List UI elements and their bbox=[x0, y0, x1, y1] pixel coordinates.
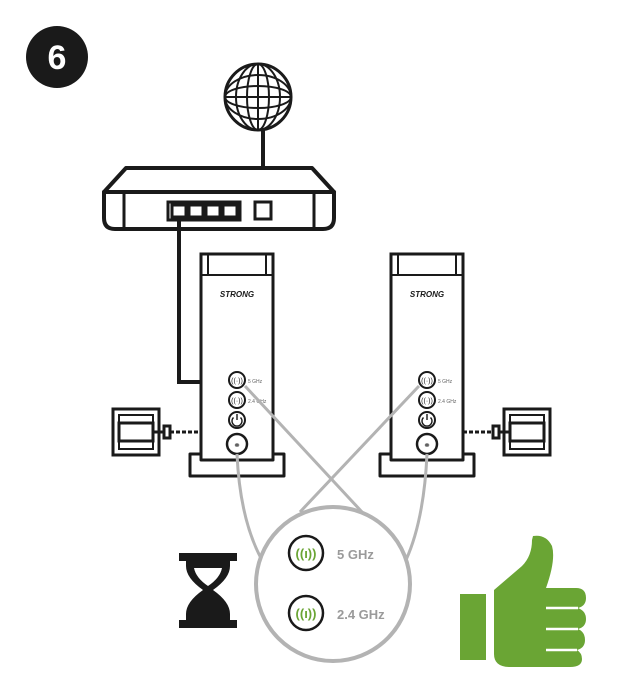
hourglass-icon bbox=[179, 553, 237, 628]
router-top bbox=[104, 168, 334, 192]
power-socket-left bbox=[113, 409, 170, 455]
globe-icon bbox=[225, 64, 291, 130]
callout-label-5ghz: 5 GHz bbox=[337, 547, 374, 562]
device-right-brand: STRONG bbox=[410, 290, 444, 299]
wifi-led-icon: ((·)) bbox=[421, 398, 433, 405]
wifi-led-icon: ((·)) bbox=[231, 398, 243, 405]
callout-label-24ghz: 2.4 GHz bbox=[337, 607, 385, 622]
wifi-led-icon: ((·)) bbox=[421, 378, 433, 385]
callout-circle bbox=[256, 507, 410, 661]
wan-port bbox=[255, 202, 271, 219]
pair-icon: ⚭ bbox=[423, 440, 431, 450]
device-left-body bbox=[201, 254, 273, 460]
step-number: 6 bbox=[48, 39, 67, 77]
led-callout: ((ı)) 5 GHz ((ı)) 2.4 GHz bbox=[256, 507, 410, 661]
device-right-led-label-24ghz: 2.4 GHz bbox=[438, 399, 457, 405]
wifi-led-icon: ((ı)) bbox=[296, 546, 317, 561]
pair-icon: ⚭ bbox=[233, 440, 241, 450]
wifi-led-icon: ((·)) bbox=[231, 378, 243, 385]
device-right-body bbox=[391, 254, 463, 460]
step-badge: 6 bbox=[26, 26, 88, 88]
device-right: STRONG ((·)) 5 GHz ((·)) 2.4 GHz ⚭ bbox=[380, 254, 474, 476]
device-right-led-label-5ghz: 5 GHz bbox=[438, 379, 453, 385]
device-left-brand: STRONG bbox=[220, 290, 254, 299]
power-socket-right bbox=[493, 409, 550, 455]
thumbs-up-icon bbox=[460, 536, 586, 667]
device-left: STRONG ((·)) 5 GHz ((·)) 2.4 GHz ⚭ bbox=[190, 254, 284, 476]
device-left-led-label-5ghz: 5 GHz bbox=[248, 379, 263, 385]
wifi-led-icon: ((ı)) bbox=[296, 606, 317, 621]
